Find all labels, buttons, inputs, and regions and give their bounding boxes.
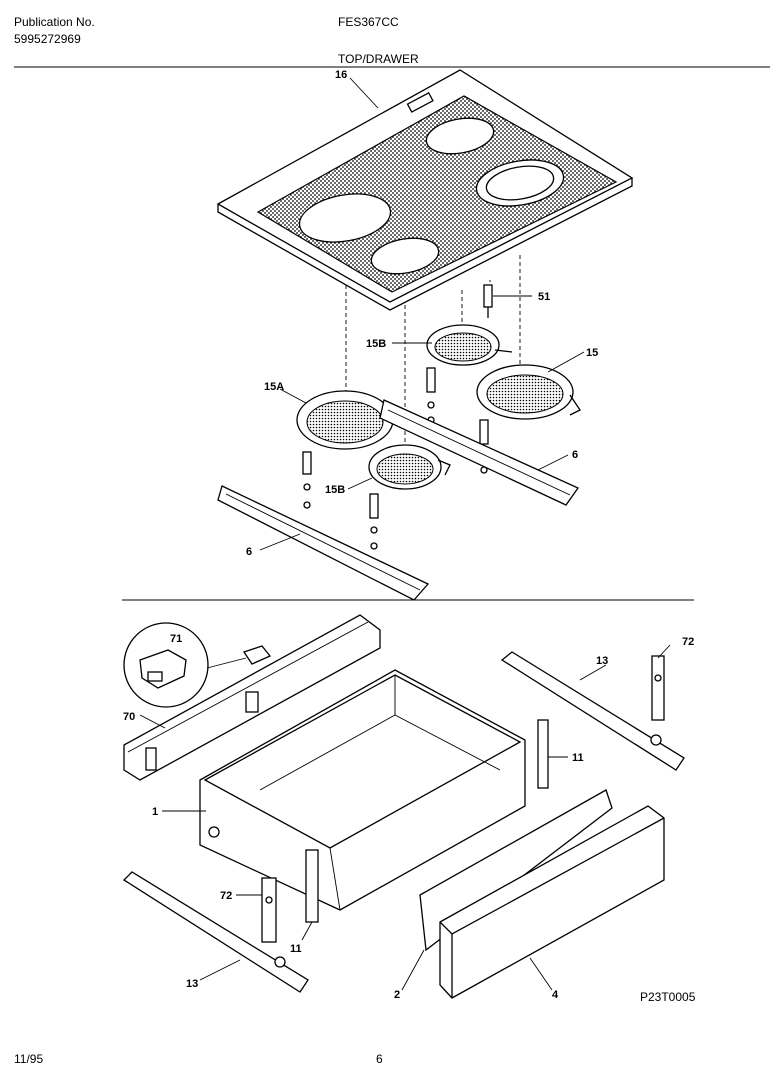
callout-6-right: 6 <box>572 449 578 461</box>
drawer-stop-detail-71 <box>123 622 272 708</box>
callout-72-top: 72 <box>682 636 694 648</box>
drawer-bracket-11-left <box>305 849 319 923</box>
callout-16: 16 <box>335 69 347 81</box>
drawer-rail-13-left <box>122 871 309 993</box>
callout-labels: 16 51 15B 15 15A 6 15B 6 71 70 13 72 11 … <box>123 69 694 1001</box>
callout-13-low: 13 <box>186 978 198 990</box>
publication-label: Publication No. <box>14 15 95 29</box>
callout-72-low: 72 <box>220 890 232 902</box>
section-title: TOP/DRAWER <box>338 52 419 66</box>
page-number: 6 <box>376 1052 383 1066</box>
callout-11-right: 11 <box>572 752 584 764</box>
drawer-bracket-72-right <box>651 655 665 721</box>
element-spacers <box>302 367 489 550</box>
callout-15B-low: 15B <box>325 484 345 496</box>
callout-15: 15 <box>586 347 598 359</box>
surface-element-15B-front <box>368 444 451 490</box>
drawer-body-1 <box>199 669 526 911</box>
element-support-bracket-6-left <box>217 485 430 601</box>
callout-70: 70 <box>123 711 135 723</box>
publication-number: 5995272969 <box>14 32 81 46</box>
callout-11-low: 11 <box>290 943 302 955</box>
callout-4: 4 <box>552 989 559 1001</box>
cooktop-glass-top <box>216 69 634 311</box>
drawer-bracket-72-left <box>261 877 277 943</box>
callout-51: 51 <box>538 291 550 303</box>
drawer-bracket-11-right <box>537 719 549 789</box>
callout-13-top: 13 <box>596 655 608 667</box>
callout-15B-top: 15B <box>366 338 386 350</box>
drawer-front-4 <box>439 805 665 999</box>
callout-1: 1 <box>152 806 158 818</box>
callout-15A: 15A <box>264 381 284 393</box>
leader-lines <box>139 77 671 991</box>
publication-date: 11/95 <box>14 1052 44 1066</box>
drawer-rail-70 <box>123 614 381 781</box>
callout-71: 71 <box>170 633 182 645</box>
callout-6-left: 6 <box>246 546 252 558</box>
surface-element-15B-rear <box>426 324 513 366</box>
callout-2: 2 <box>394 989 400 1001</box>
surface-element-15A <box>296 390 394 450</box>
model-number: FES367CC <box>338 15 399 29</box>
limiter-switch-51 <box>483 284 493 318</box>
surface-element-15 <box>476 364 581 420</box>
drawing-code: P23T0005 <box>640 990 696 1004</box>
element-support-bracket-6-right <box>379 399 579 506</box>
drawer-rail-13-right <box>500 651 685 771</box>
